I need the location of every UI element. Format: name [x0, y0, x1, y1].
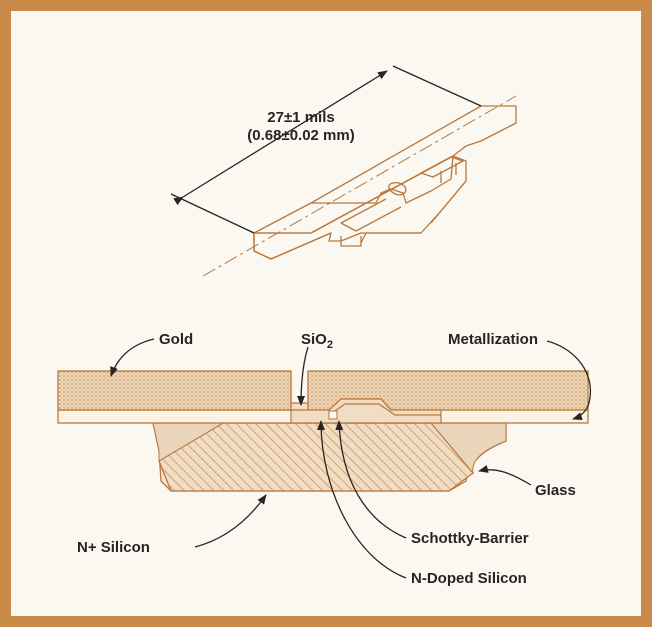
label-schottky-barrier: Schottky-Barrier [411, 530, 529, 547]
glass-right-wedge [429, 422, 507, 475]
chip-step [340, 236, 362, 247]
diode-diagram: 27±1 mils (0.68±0.02 mm) Gold SiO2 [57, 65, 591, 587]
gold-layer-left [57, 370, 292, 411]
n-plus-silicon-arrow [194, 494, 267, 548]
dimension-extension-right [392, 65, 482, 107]
label-n-plus-silicon: N+ Silicon [77, 539, 150, 556]
label-n-doped-silicon: N-Doped Silicon [411, 570, 527, 587]
gold-arrow [110, 338, 155, 377]
schottky-metal-contact [291, 403, 441, 416]
schottky-junction [328, 410, 338, 420]
schottky-barrier-arrow [335, 420, 407, 539]
diagram-frame: 27±1 mils (0.68±0.02 mm) Gold SiO2 [11, 11, 641, 616]
chip-cross-section: Gold SiO2 Metallization Glass N+ Silicon… [57, 331, 591, 587]
chip-left-edge [253, 232, 332, 260]
label-gold: Gold [159, 331, 193, 348]
chip-left-plate [253, 155, 454, 234]
dimension-line [173, 70, 388, 206]
dimension-label-mils: 27±1 mils [267, 109, 334, 126]
chip-isometric-view: 27±1 mils (0.68±0.02 mm) [170, 65, 517, 277]
metallization-arrow [546, 340, 591, 420]
chip-contact-dot [388, 181, 407, 196]
chip-bottom-edge [360, 180, 467, 244]
dimension-label-mm: (0.68±0.02 mm) [247, 127, 354, 144]
n-doped-silicon-arrow [317, 420, 407, 579]
glass-arrow [478, 465, 532, 486]
label-sio2: SiO2 [301, 331, 333, 351]
sio2-arrow [297, 346, 309, 406]
center-axis-line [202, 95, 517, 277]
label-metallization: Metallization [448, 331, 538, 348]
chip-notch [420, 156, 464, 183]
chip-slot [340, 198, 402, 232]
dimension-extension-left [170, 193, 255, 234]
label-glass: Glass [535, 482, 576, 499]
chip-base [253, 155, 467, 260]
